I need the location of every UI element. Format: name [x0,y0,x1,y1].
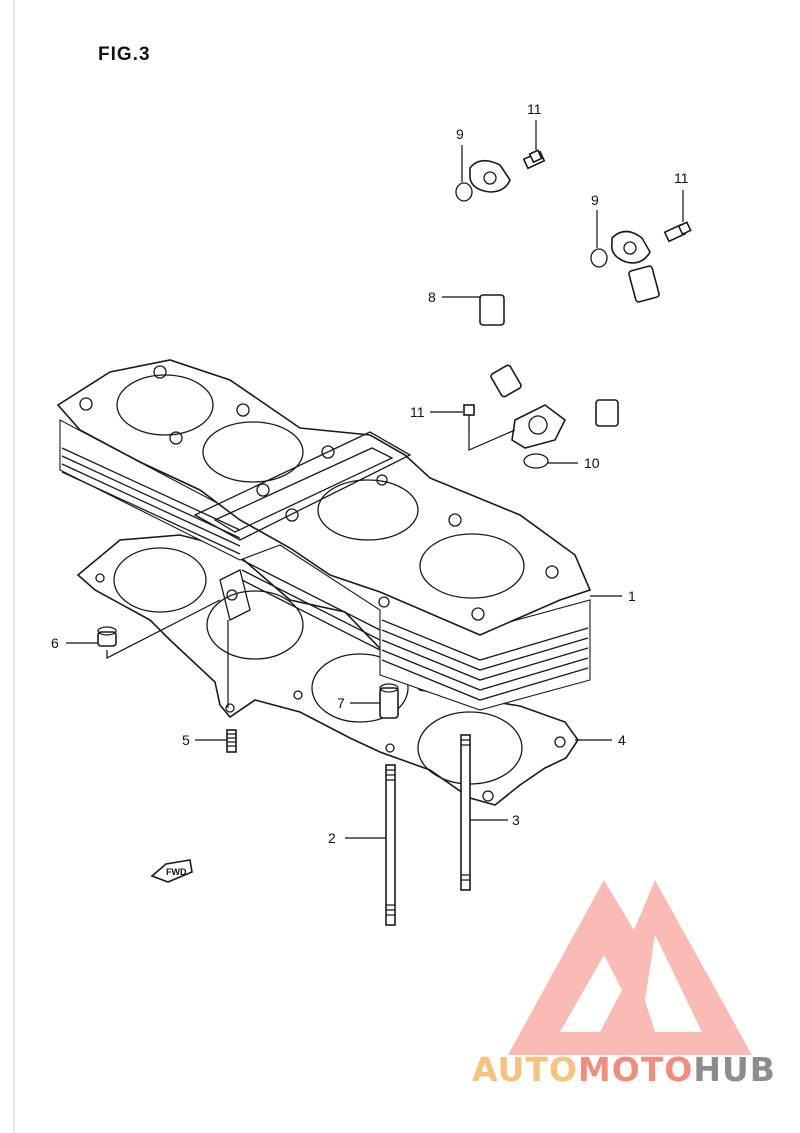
part-10-o-ring [523,453,549,469]
callout-6: 6 [51,635,59,651]
watermark-moto: MOTO [577,1050,694,1089]
watermark-hub: HUB [693,1050,776,1089]
callout-7: 7 [337,695,345,711]
part-9-o-ring [590,248,608,268]
watermark-auto: AUTO [472,1050,578,1089]
leader-lines [66,120,684,839]
fwd-label: FWD [166,867,187,877]
part-1-cylinder-block [56,359,592,711]
part-11-bolt [463,404,475,432]
callout-1: 1 [628,588,636,604]
figure-title: FIG.3 [98,44,151,65]
part-3-stud [460,734,471,891]
callout-5: 5 [182,732,190,748]
callout-11: 11 [527,101,542,117]
callout-8: 8 [428,289,436,305]
part-9-o-ring [455,182,473,202]
part-5-stud [226,729,237,753]
part-11-bolt [663,221,692,243]
callout-11: 11 [674,170,689,186]
part-8-oil-hose [469,159,674,449]
callout-3: 3 [512,812,520,828]
callout-2: 2 [328,830,336,846]
callout-10: 10 [584,455,600,471]
part-6-nut [97,626,117,647]
watermark-logo [508,880,752,1055]
callout-9: 9 [456,126,464,142]
part-2-stud [385,764,396,926]
part-11-bolt [522,149,546,170]
part-7-dowel [379,683,399,719]
callout-9: 9 [591,192,599,208]
callout-11: 11 [410,404,425,420]
callout-4: 4 [618,732,626,748]
fwd-arrow-icon: FWD [150,859,193,883]
watermark-text: AUTOMOTOHUB [472,1050,776,1089]
